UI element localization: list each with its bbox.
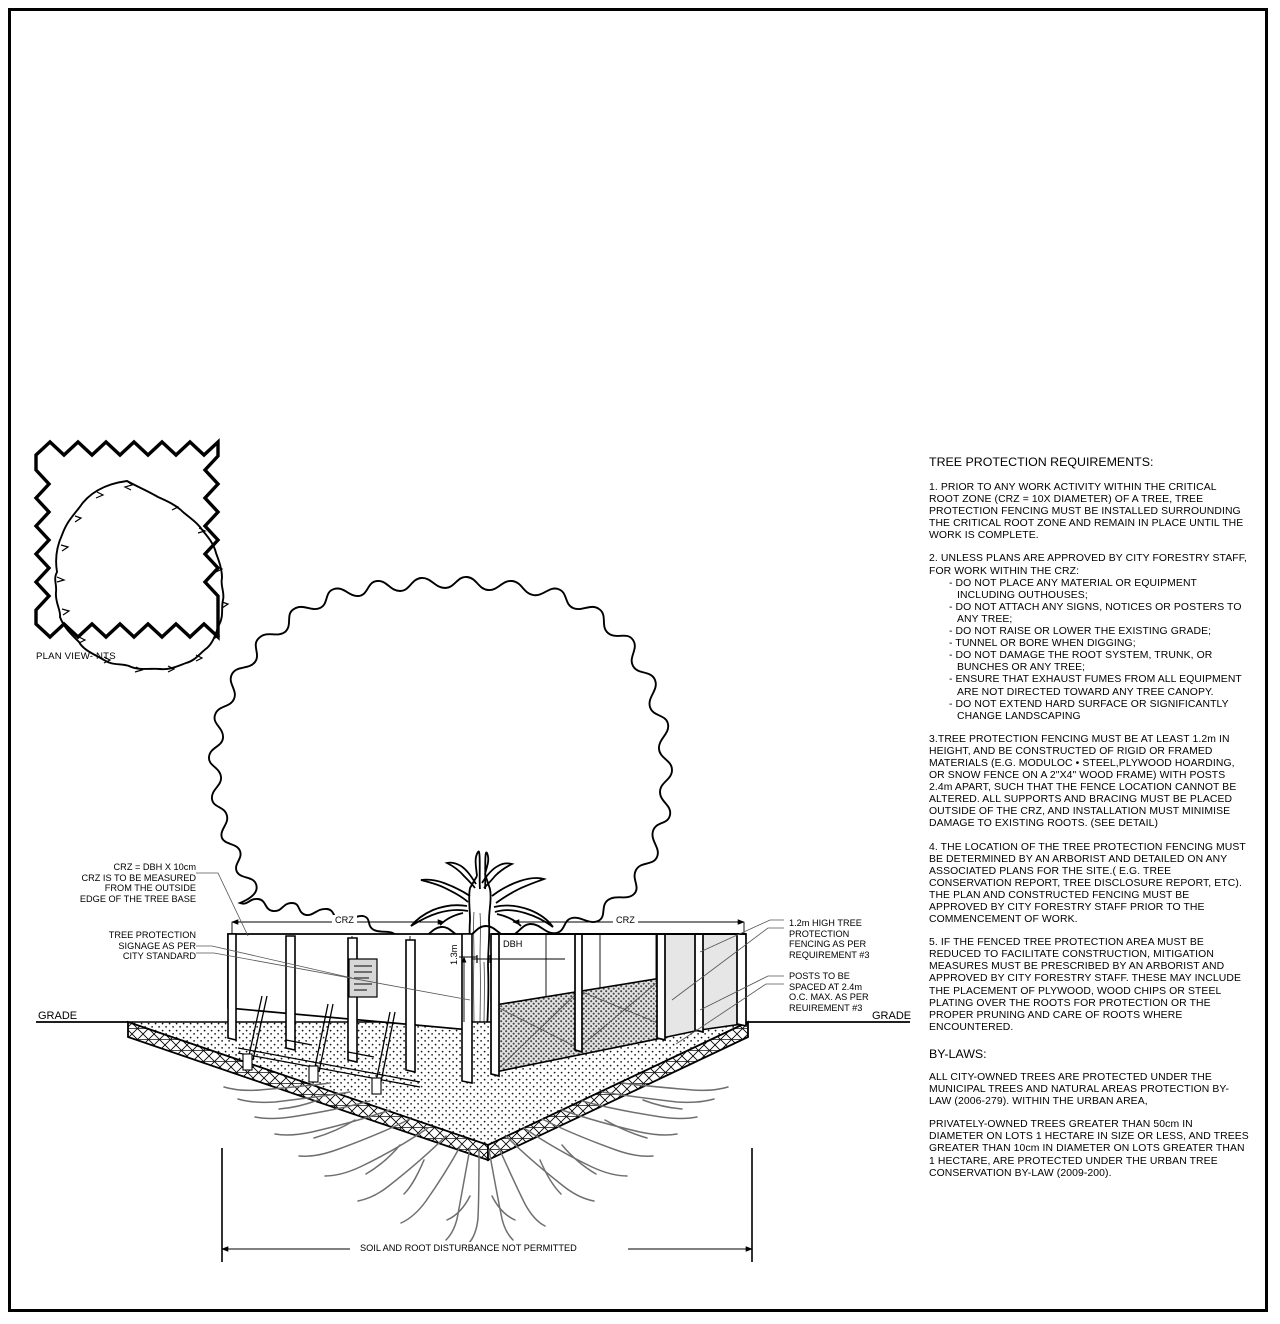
fence-left-brace-footings — [242, 1053, 382, 1095]
note-2-bullet: - DO NOT EXTEND HARD SURFACE OR SIGNIFIC… — [949, 698, 1229, 722]
tree-trunk-and-branches — [410, 850, 554, 1031]
callout-fencing-height: 1.2m HIGH TREE PROTECTION FENCING AS PER… — [789, 918, 870, 960]
notes-title: TREE PROTECTION REQUIREMENTS: — [929, 455, 1154, 469]
plan-view-diagram — [33, 438, 230, 673]
note-item-1: 1. PRIOR TO ANY WORK ACTIVITY WITHIN THE… — [929, 482, 1244, 542]
soil-block — [127, 1020, 749, 1162]
dbh-dimension — [472, 955, 565, 963]
height-dimension-1-3m — [459, 956, 477, 1022]
fence-left-braces — [247, 995, 396, 1083]
note-2-bullet: - ENSURE THAT EXHAUST FUMES FROM ALL EQU… — [949, 674, 1242, 698]
callout-crz-definition: CRZ = DBH X 10cm CRZ IS TO BE MEASURED F… — [79, 862, 196, 904]
fence-left-hoarding — [227, 933, 473, 1095]
plan-view-fence-zigzag — [33, 438, 221, 641]
tree-protection-sign — [348, 958, 378, 998]
note-item-2-heading: 2. UNLESS PLANS ARE APPROVED BY CITY FOR… — [929, 553, 1247, 577]
plan-view-canopy — [54, 480, 225, 671]
note-2-bullet: - DO NOT PLACE ANY MATERIAL OR EQUIPMENT… — [949, 577, 1197, 601]
note-item-4: 4. THE LOCATION OF THE TREE PROTECTION F… — [929, 841, 1246, 926]
bottom-dimension-label: SOIL AND ROOT DISTURBANCE NOT PERMITTED — [357, 1243, 580, 1253]
grade-label-right: GRADE — [872, 1010, 912, 1022]
leader-lines — [196, 872, 784, 1045]
bylaws-paragraph-2: PRIVATELY-OWNED TREES GREATER THAN 50cm … — [929, 1119, 1249, 1179]
sheet-border — [8, 8, 1268, 1312]
fence-right-mesh — [490, 933, 747, 1078]
grade-label-left: GRADE — [38, 1010, 78, 1022]
dbh-label: DBH — [500, 939, 526, 949]
crz-label-left: CRZ — [332, 915, 357, 925]
requirements-notes-column: TREE PROTECTION REQUIREMENTS: 1. PRIOR T… — [929, 455, 1249, 1191]
plan-view-label: PLAN VIEW- NTS — [36, 651, 116, 662]
callout-post-spacing: POSTS TO BE SPACED AT 2.4m O.C. MAX. AS … — [789, 971, 869, 1013]
fence-left-base-rail — [237, 1039, 421, 1088]
soil-top-surface — [127, 1021, 749, 1146]
height-label-1-3m: 1.3m — [449, 941, 459, 968]
bylaws-paragraph-1: ALL CITY-OWNED TREES ARE PROTECTED UNDER… — [929, 1071, 1230, 1108]
tree-canopy-elevation — [208, 576, 673, 1031]
bylaws-title: BY-LAWS: — [929, 1046, 987, 1061]
note-item-5: 5. IF THE FENCED TREE PROTECTION AREA MU… — [929, 937, 1241, 1033]
fence-right-end-panel-2 — [699, 933, 743, 1031]
note-2-bullet: - DO NOT RAISE OR LOWER THE EXISTING GRA… — [949, 626, 1212, 638]
crz-label-right: CRZ — [613, 915, 638, 925]
note-item-3: 3.TREE PROTECTION FENCING MUST BE AT LEA… — [929, 733, 1237, 830]
note-2-bullet: - DO NOT DAMAGE THE ROOT SYSTEM, TRUNK, … — [949, 650, 1213, 674]
note-2-bullet: - DO NOT ATTACH ANY SIGNS, NOTICES OR PO… — [949, 601, 1242, 625]
note-item-2: 2. UNLESS PLANS ARE APPROVED BY CITY FOR… — [929, 553, 1249, 722]
soil-cut-face-right — [487, 1020, 749, 1162]
note-2-bullet: - TUNNEL OR BORE WHEN DIGGING; — [949, 638, 1136, 650]
root-system — [223, 1082, 729, 1245]
plan-view-canopy-texture — [56, 480, 230, 673]
callout-tree-protection-signage: TREE PROTECTION SIGNAGE AS PER CITY STAN… — [108, 930, 196, 962]
